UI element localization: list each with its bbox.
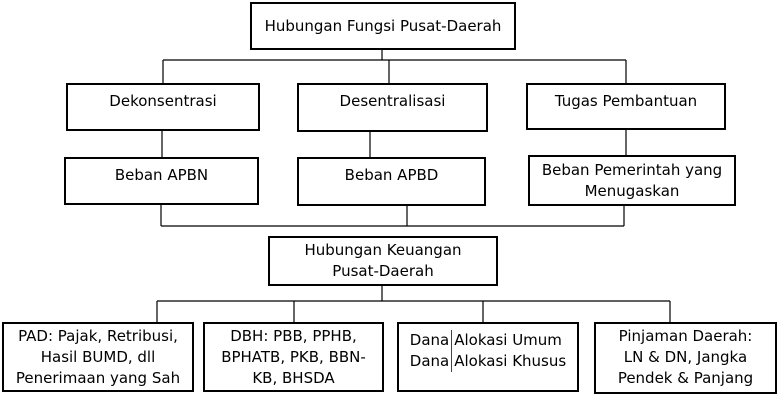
node-root: Hubungan Fungsi Pusat-Daerah <box>250 2 516 50</box>
node-dana-alokasi-left-1: Dana <box>409 331 450 349</box>
node-pad-line-2: Hasil BUMD, dll <box>40 348 156 366</box>
node-beban-apbn: Beban APBN <box>64 157 259 205</box>
node-pinjaman-line-2: LN & DN, Jangka <box>623 348 748 366</box>
node-dbh-line-2: BPHATB, PKB, BBN- <box>221 348 366 366</box>
node-pad: PAD: Pajak, Retribusi, Hasil BUMD, dll P… <box>2 322 194 392</box>
node-dana-alokasi-right-2: Alokasi Khusus <box>454 352 567 370</box>
node-dekonsentrasi-label: Dekonsentrasi <box>109 92 217 110</box>
node-desentralisasi: Desentralisasi <box>297 83 488 132</box>
node-pinjaman-line-3: Pendek & Panjang <box>617 369 754 387</box>
node-beban-apbd: Beban APBD <box>297 157 486 206</box>
node-pinjaman-daerah: Pinjaman Daerah: LN & DN, Jangka Pendek … <box>594 322 777 394</box>
node-beban-pemerintah-line-2: Menugaskan <box>584 182 680 200</box>
node-dana-alokasi-left-2: Dana <box>409 352 450 370</box>
node-desentralisasi-label: Desentralisasi <box>339 92 446 110</box>
node-beban-apbd-line: Beban APBD <box>344 166 439 184</box>
node-hubungan-keuangan-line-2: Pusat-Daerah <box>332 262 434 280</box>
node-dbh-line-3: KB, BHSDA <box>252 369 335 387</box>
node-pinjaman-line-1: Pinjaman Daerah: <box>618 327 753 345</box>
node-beban-pemerintah: Beban Pemerintah yang Menugaskan <box>528 155 736 206</box>
node-beban-apbn-line: Beban APBN <box>114 166 209 184</box>
node-hubungan-keuangan-line-1: Hubungan Keuangan <box>304 241 462 259</box>
node-dana-alokasi: Dana Dana Alokasi Umum Alokasi Khusus <box>397 322 579 392</box>
node-tugas-pembantuan: Tugas Pembantuan <box>526 83 726 130</box>
node-tugas-pembantuan-label: Tugas Pembantuan <box>554 92 698 110</box>
node-dekonsentrasi: Dekonsentrasi <box>66 83 260 131</box>
node-dbh-line-1: DBH: PBB, PPHB, <box>230 327 357 345</box>
node-beban-pemerintah-line-1: Beban Pemerintah yang <box>541 161 723 179</box>
node-dbh: DBH: PBB, PPHB, BPHATB, PKB, BBN- KB, BH… <box>203 322 384 392</box>
node-pad-line-3: Penerimaan yang Sah <box>15 369 181 387</box>
node-root-label: Hubungan Fungsi Pusat-Daerah <box>264 16 502 35</box>
node-dana-alokasi-right-1: Alokasi Umum <box>454 331 562 349</box>
node-dana-alokasi-left: Dana Dana <box>410 330 451 372</box>
node-hubungan-keuangan: Hubungan Keuangan Pusat-Daerah <box>268 236 498 286</box>
node-dana-alokasi-right: Alokasi Umum Alokasi Khusus <box>451 330 566 372</box>
node-pad-line-1: PAD: Pajak, Retribusi, <box>18 327 178 345</box>
